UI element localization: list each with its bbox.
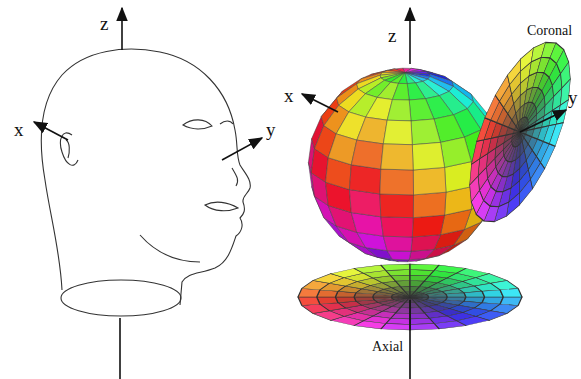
disk-sector [373, 297, 392, 300]
sphere-patch [399, 73, 408, 84]
axes-left [34, 8, 262, 379]
sphere-patch [407, 83, 425, 100]
disk-sector [400, 286, 410, 292]
sphere-patch [382, 70, 405, 72]
disk-sector [410, 296, 429, 297]
disk-sector [410, 297, 419, 302]
head-drawing [41, 49, 250, 316]
sphere-grid [308, 68, 501, 262]
sphere-patch [411, 119, 441, 145]
disk-sector [410, 302, 420, 308]
axes-right [302, 8, 566, 379]
disk-sector [391, 297, 410, 298]
sphere-patch [387, 251, 411, 260]
sphere-patch [413, 167, 446, 195]
disk-sector [405, 292, 410, 298]
disk-sector [446, 293, 466, 297]
sphere-patch [412, 215, 444, 237]
disk-sector [491, 281, 518, 290]
disk-sector [410, 313, 429, 319]
disk-sector [410, 308, 424, 314]
disk-sector [500, 288, 522, 297]
disk-sector [410, 294, 428, 297]
disk-sector [354, 265, 386, 273]
disk-sector [410, 324, 439, 330]
sphere-patch [413, 192, 446, 218]
disk-sector [335, 297, 356, 303]
axis-label: y [568, 88, 578, 107]
axis-label: y [266, 120, 276, 139]
disk-sector [381, 264, 410, 270]
disk-sector [475, 118, 491, 144]
disk-sector [354, 297, 374, 301]
axis-label: x [284, 86, 294, 105]
sphere-patch [380, 169, 414, 195]
disk-sector [464, 291, 485, 297]
disk-sector [410, 297, 423, 302]
coronal-disk [449, 29, 581, 235]
sphere-patch [409, 99, 434, 121]
sphere-patch [411, 235, 441, 252]
sphere-patch [441, 137, 472, 167]
disk-sector [391, 275, 410, 281]
disk-sector [302, 304, 329, 313]
sphere-patch [405, 73, 423, 83]
disk-sector [397, 292, 410, 297]
disk-sector [428, 294, 447, 297]
sphere-patch [383, 120, 412, 145]
disk-sector [468, 137, 487, 166]
axis-label: x [14, 120, 24, 139]
sphere-patch [380, 194, 414, 218]
axis-label: z [388, 26, 396, 45]
sphere-patch [381, 217, 413, 237]
disk-group [449, 29, 581, 235]
sphere-patch [387, 100, 411, 121]
plane-label: Axial [372, 340, 403, 354]
sphere-patch [349, 165, 380, 194]
disk-sector [434, 321, 466, 329]
disk-sector [548, 120, 564, 146]
sphere-patch [357, 117, 387, 144]
axis-label: z [100, 14, 108, 33]
disk-sector [298, 297, 320, 306]
disk-sector [401, 292, 410, 297]
sphere-patch [381, 144, 413, 170]
sphere-patch [412, 142, 444, 170]
sphere-patch [351, 140, 383, 169]
sphere-patch [392, 83, 409, 100]
sphere-patch [383, 236, 412, 251]
disk-sector [396, 281, 410, 287]
disk-sector [392, 297, 410, 300]
plane-label: Coronal [527, 24, 572, 38]
